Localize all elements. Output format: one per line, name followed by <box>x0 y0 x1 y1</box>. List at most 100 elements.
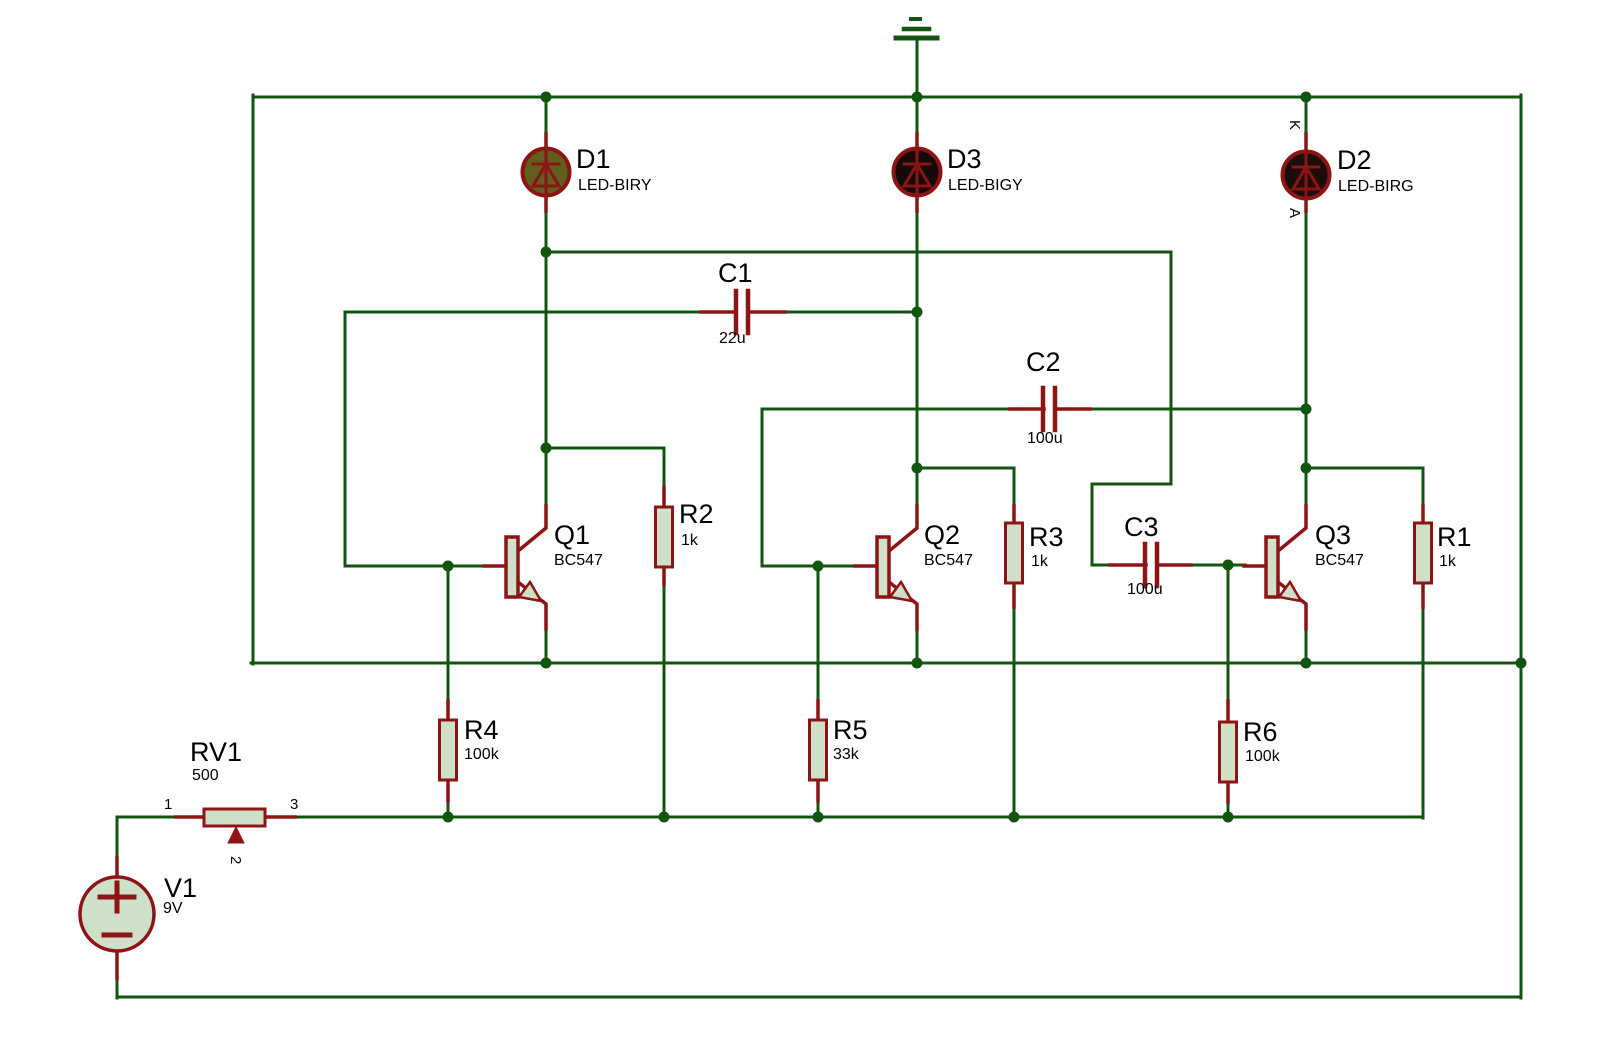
label-C2-ref: C2 <box>1026 347 1061 377</box>
resistor-body[interactable] <box>1004 521 1024 585</box>
transistor-base-bar[interactable] <box>1264 535 1280 599</box>
component-pin[interactable] <box>886 504 919 554</box>
component-V1[interactable] <box>78 875 156 953</box>
label-D2-pin-K: K <box>1286 120 1303 131</box>
emitter-arrow-icon <box>887 579 915 603</box>
component-R4[interactable] <box>438 718 458 782</box>
component-D2[interactable] <box>1280 149 1332 201</box>
wire[interactable] <box>115 815 178 861</box>
led-triangle <box>901 161 933 188</box>
emitter-arrow-icon <box>1276 579 1304 603</box>
label-C3-value: 100u <box>1127 581 1163 598</box>
label-RV1-value: 500 <box>192 767 219 784</box>
resistor-body[interactable] <box>654 505 674 569</box>
component-R1[interactable] <box>1413 521 1433 585</box>
component-Q3[interactable] <box>1264 535 1304 603</box>
label-D3-value: LED-BIGY <box>948 177 1023 194</box>
junction-dot <box>1222 559 1234 571</box>
label-C2-value: 100u <box>1027 430 1063 447</box>
label-R5-ref: R5 <box>833 715 868 745</box>
wire[interactable] <box>544 250 1173 567</box>
resistor-body[interactable] <box>1218 720 1238 784</box>
label-R2-ref: R2 <box>679 499 714 529</box>
wire[interactable] <box>1304 466 1425 509</box>
label-R1-value: 1k <box>1439 553 1456 570</box>
label-R4-ref: R4 <box>464 715 499 745</box>
component-R3[interactable] <box>1004 521 1024 585</box>
transistor-base-bar[interactable] <box>504 535 520 599</box>
junction-dot <box>540 91 552 103</box>
junction-dot <box>442 811 454 823</box>
junction-dot <box>1300 462 1312 474</box>
label-Q3-ref: Q3 <box>1315 520 1352 550</box>
component-C3[interactable] <box>1142 541 1160 589</box>
label-R6-ref: R6 <box>1243 717 1278 747</box>
pot-body[interactable] <box>202 807 267 828</box>
label-D2-ref: D2 <box>1337 145 1372 175</box>
junction-dot <box>812 560 824 572</box>
label-Q3-value: BC547 <box>1315 552 1364 569</box>
label-RV1-pin-2: 2 <box>227 856 244 865</box>
led-triangle <box>1290 164 1322 191</box>
wire[interactable] <box>915 466 1016 509</box>
label-D2-pin-A: A <box>1286 208 1303 219</box>
label-R6-value: 100k <box>1245 748 1280 765</box>
component-RV1[interactable] <box>202 807 267 844</box>
component-pin[interactable] <box>515 504 548 554</box>
transistor-base-bar[interactable] <box>875 535 891 599</box>
junction-dot <box>540 442 552 454</box>
component-C1[interactable] <box>733 288 751 336</box>
component-pin[interactable] <box>1275 504 1308 554</box>
label-C3-ref: C3 <box>1124 512 1159 542</box>
junction-dot <box>911 462 923 474</box>
component-Q2[interactable] <box>875 535 915 603</box>
junction-dot <box>442 560 454 572</box>
wire[interactable] <box>760 407 1013 568</box>
label-Q2-value: BC547 <box>924 552 973 569</box>
label-R3-ref: R3 <box>1029 522 1064 552</box>
component-R2[interactable] <box>654 505 674 569</box>
junction-dot <box>1222 811 1234 823</box>
label-Q2-ref: Q2 <box>924 520 961 550</box>
label-V1-value: 9V <box>163 900 183 917</box>
label-V1-ref: V1 <box>164 873 198 903</box>
resistor-body[interactable] <box>808 718 828 782</box>
junction-dot <box>911 91 923 103</box>
wire[interactable] <box>544 446 666 491</box>
junction-dot <box>1300 91 1312 103</box>
label-RV1-pin-3: 3 <box>290 796 299 813</box>
ground-symbol-icon[interactable] <box>893 17 940 41</box>
junction-dot <box>658 811 670 823</box>
led-triangle <box>530 161 562 188</box>
component-D1[interactable] <box>520 146 572 198</box>
label-Q1-value: BC547 <box>554 552 603 569</box>
component-R6[interactable] <box>1218 720 1238 784</box>
junction-dot <box>1300 403 1312 415</box>
label-C1-ref: C1 <box>718 258 753 288</box>
junction-dot <box>911 306 923 318</box>
label-RV1-ref: RV1 <box>190 737 243 767</box>
component-Q1[interactable] <box>504 535 544 603</box>
label-R1-ref: R1 <box>1437 522 1472 552</box>
junction-dot <box>1008 811 1020 823</box>
label-R4-value: 100k <box>464 746 499 763</box>
label-R5-value: 33k <box>833 746 859 763</box>
component-D3[interactable] <box>891 146 943 198</box>
pot-wiper-arrow-icon <box>227 825 245 844</box>
label-Q1-ref: Q1 <box>554 520 591 550</box>
label-D1-ref: D1 <box>576 144 611 174</box>
wire[interactable] <box>343 310 704 568</box>
resistor-body[interactable] <box>438 718 458 782</box>
resistor-body[interactable] <box>1413 521 1433 585</box>
label-RV1-pin-1: 1 <box>164 796 173 813</box>
label-R2-value: 1k <box>681 532 698 549</box>
label-D2-value: LED-BIRG <box>1338 178 1414 195</box>
label-R3-value: 1k <box>1031 553 1048 570</box>
junction-dot <box>540 246 552 258</box>
junction-dot <box>911 657 923 669</box>
junction-dot <box>1300 657 1312 669</box>
component-C2[interactable] <box>1040 385 1058 433</box>
component-R5[interactable] <box>808 718 828 782</box>
junction-dot <box>540 657 552 669</box>
